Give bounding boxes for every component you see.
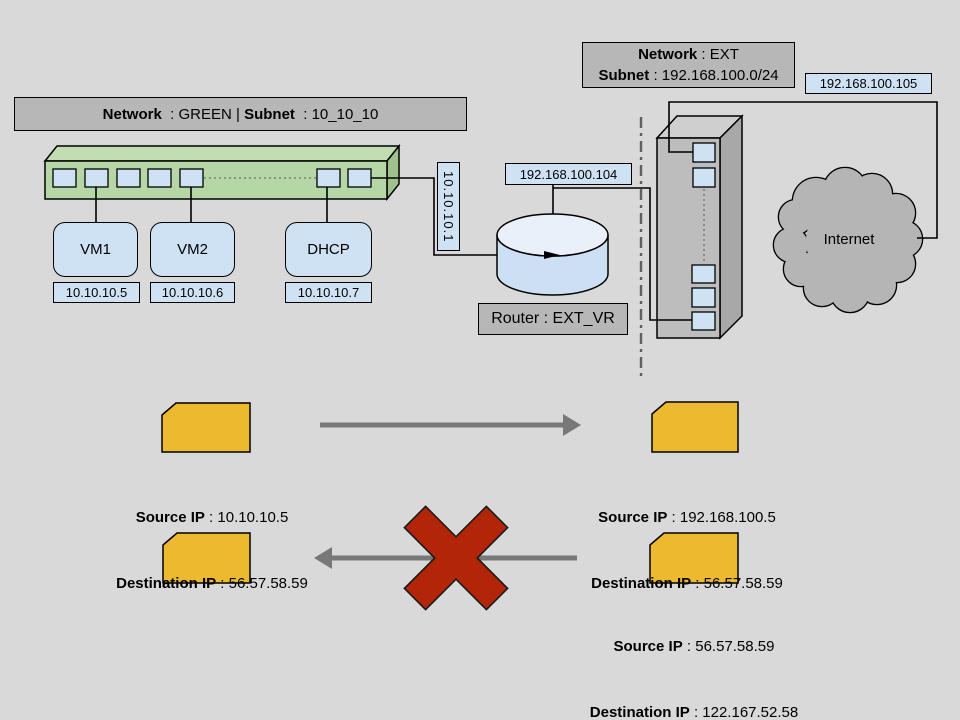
banner-bold-text: Network [638, 46, 698, 63]
packet-caption-ext-out: Source IP : 192.168.100.5 Destination IP… [554, 463, 820, 639]
blocked-x-icon [403, 505, 509, 611]
packet-icon [649, 532, 739, 584]
tower-port-icon [691, 311, 716, 331]
caption-bold-text: Destination IP [591, 575, 692, 592]
banner-text: : 10_10_10 [294, 105, 379, 123]
packet-icon [651, 401, 739, 453]
connector-lines [95, 101, 938, 321]
ext-network-banner: Network : EXT Subnet : 192.168.100.0/24 [582, 42, 795, 88]
caption-bold-text: Destination IP [116, 575, 217, 592]
caption-line: Source IP : 10.10.10.5 [79, 507, 345, 529]
ext-banner-line1: Network : EXT [638, 44, 739, 65]
packet-icon [161, 402, 251, 453]
router-tower-link-line [553, 187, 692, 321]
switch-port-icon [347, 168, 372, 188]
arrow-head-icon [563, 414, 581, 436]
switch-port-icon [316, 168, 341, 188]
dhcp-ip-label: 10.10.10.7 [285, 282, 372, 303]
packet-icon [162, 532, 251, 584]
caption-bold-text: Source IP [598, 509, 668, 526]
banner-bold-text: Network [102, 105, 162, 123]
tower-port-icon [691, 264, 716, 284]
arrow-head-icon [314, 547, 332, 569]
caption-text: : 122.167.52.58 [689, 704, 799, 720]
internet-cloud-icon [772, 166, 924, 314]
caption-text: : 192.168.100.5 [667, 509, 776, 526]
caption-line: Source IP : 192.168.100.5 [554, 507, 820, 529]
packet-caption-inbound-blocked: Source IP : 56.57.58.59 Destination IP :… [561, 592, 827, 720]
vm1-ip-label: 10.10.10.5 [53, 282, 140, 303]
router-ext-ip-label: 192.168.100.104 [505, 163, 632, 185]
vm2-node: VM2 [150, 222, 235, 277]
ext-switch-ports [691, 142, 716, 331]
switch-port-icon [147, 168, 172, 188]
tower-port-icon [692, 167, 716, 188]
caption-bold-text: Source IP [135, 509, 205, 526]
tower-port-icon [691, 287, 716, 308]
tower-internet-link-line [668, 101, 938, 239]
vm2-ip-label: 10.10.10.6 [150, 282, 235, 303]
caption-text: : 56.57.58.59 [682, 638, 775, 655]
internet-label: Internet [823, 230, 875, 248]
outbound-flow-arrow [320, 414, 581, 436]
caption-line: Destination IP : 56.57.58.59 [554, 573, 820, 595]
switch-port-icon [84, 168, 109, 188]
caption-text: : 56.57.58.59 [691, 575, 783, 592]
caption-line: Destination IP : 56.57.58.59 [79, 573, 345, 595]
packet-caption-green-out: Source IP : 10.10.10.5 Destination IP : … [79, 463, 345, 639]
router-direction-arrow-icon [544, 251, 560, 259]
ext-banner-line2: Subnet : 192.168.100.0/24 [598, 65, 778, 86]
caption-line: Source IP : 56.57.58.59 [561, 636, 827, 658]
caption-bold-text: Source IP [613, 638, 683, 655]
switch-port-icon [116, 168, 141, 188]
caption-bold-text: Destination IP [589, 704, 690, 720]
caption-line: Destination IP : 122.167.52.58 [561, 702, 827, 720]
router-green-ip-label: 10.10.10.1 [437, 162, 460, 251]
banner-text: : EXT [697, 46, 739, 63]
banner-text: : 192.168.100.0/24 [649, 67, 779, 84]
switch-router-link-line [370, 177, 497, 256]
banner-bold-text: Subnet [598, 67, 650, 84]
caption-text: : 10.10.10.5 [204, 509, 289, 526]
banner-bold-text: Subnet [244, 105, 295, 123]
caption-text: : 56.57.58.59 [216, 575, 308, 592]
dhcp-node: DHCP [285, 222, 372, 277]
switch-port-icon [52, 168, 77, 188]
vm1-node: VM1 [53, 222, 138, 277]
router-cylinder-icon [496, 213, 609, 296]
banner-text: : GREEN | [161, 105, 245, 123]
tower-port-icon [692, 142, 716, 163]
green-network-banner: Network : GREEN | Subnet : 10_10_10 [14, 97, 467, 131]
router-name-label: Router : EXT_VR [478, 303, 628, 335]
ext-switch-tower-icon [655, 114, 744, 340]
switch-port-icon [179, 168, 204, 188]
uplink-ip-label: 192.168.100.105 [805, 73, 932, 94]
green-switch-ports [52, 168, 372, 188]
